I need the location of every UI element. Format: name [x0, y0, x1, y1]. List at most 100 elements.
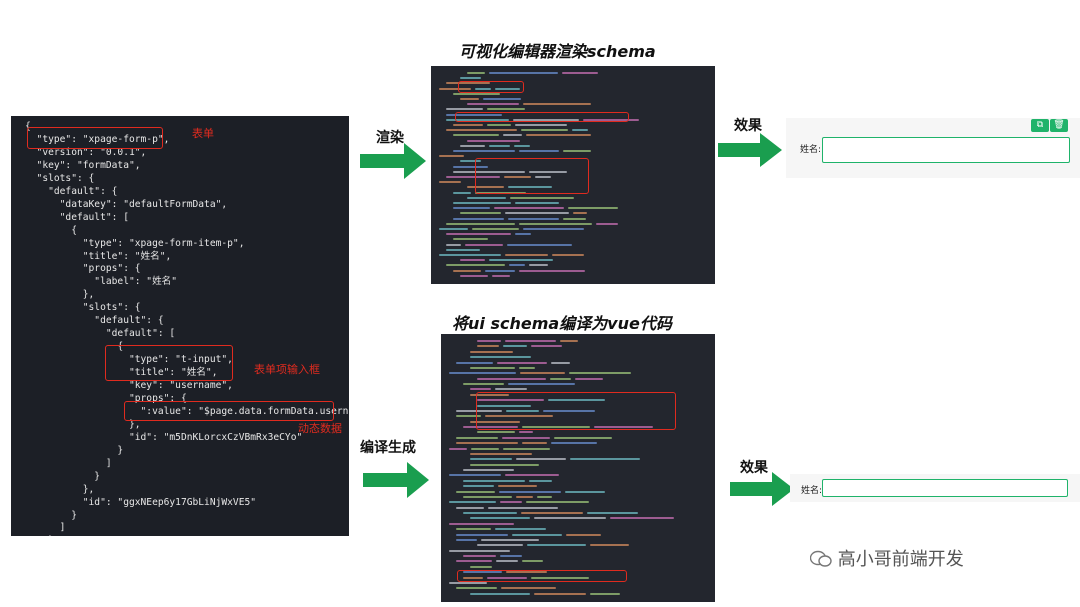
code-line-mark	[549, 377, 572, 380]
schema-code-line: "type": "xpage-form-p",	[25, 133, 170, 145]
top-field-label: 姓名:	[800, 145, 822, 155]
code-line-mark	[470, 420, 521, 423]
code-line-mark	[528, 479, 553, 482]
code-line-mark	[446, 176, 501, 178]
code-line-mark	[475, 191, 526, 194]
code-line-mark	[460, 98, 480, 100]
code-line-mark	[456, 538, 478, 541]
form-item-highlight	[105, 345, 233, 381]
code-line-mark	[470, 458, 513, 461]
dynamic-data-annotation: 动态数据	[298, 422, 342, 435]
code-line-mark	[564, 490, 606, 493]
code-line-mark	[472, 228, 520, 230]
schema-code-line: "props": {	[25, 263, 141, 275]
code-line-mark	[499, 501, 522, 504]
schema-code-line: "dataKey": "defaultFormData",	[25, 198, 228, 210]
schema-code-line: "slots": {	[25, 172, 95, 184]
bottom-name-input[interactable]	[822, 479, 1068, 497]
code-line-mark	[487, 576, 527, 579]
code-line-mark	[460, 77, 482, 80]
code-line-mark	[548, 399, 606, 402]
compiled-code-screenshot	[441, 334, 715, 602]
code-line-mark	[453, 269, 481, 272]
code-line-mark	[583, 118, 639, 121]
code-line-mark	[586, 512, 639, 514]
code-line-mark	[488, 144, 510, 147]
code-line-mark	[484, 269, 515, 272]
code-line-mark	[505, 254, 549, 256]
top-name-input[interactable]	[822, 137, 1070, 163]
code-line-mark	[483, 98, 522, 100]
code-line-mark	[460, 160, 481, 163]
code-line-mark	[543, 409, 595, 412]
code-line-mark	[456, 409, 503, 412]
code-line-mark	[460, 259, 485, 262]
code-line-mark	[494, 388, 528, 391]
code-line-mark	[488, 259, 553, 262]
code-line-mark	[453, 202, 512, 204]
dynamic-data-highlight	[124, 401, 334, 421]
code-line-mark	[456, 587, 497, 590]
code-line-mark	[446, 113, 502, 116]
schema-code-line: }	[25, 509, 77, 521]
copy-icon[interactable]: ⧉	[1031, 119, 1049, 132]
schema-code-line: "type": "t-input",	[25, 354, 233, 366]
code-line-mark	[477, 340, 501, 342]
schema-code-line: {	[25, 341, 124, 353]
code-line-mark	[453, 92, 501, 95]
code-line-mark	[439, 155, 464, 158]
code-line-mark	[463, 512, 518, 514]
code-line-mark	[470, 592, 531, 595]
code-line-mark	[530, 345, 563, 348]
compiled-highlight-2	[457, 570, 627, 582]
delete-icon[interactable]: 🗑	[1050, 119, 1068, 132]
effect-top-arrow-icon	[718, 133, 782, 167]
code-line-mark	[503, 447, 551, 450]
code-line-mark	[521, 560, 543, 563]
code-line-mark	[514, 233, 531, 236]
code-line-mark	[534, 517, 606, 520]
schema-code-line: "title": "姓名",	[25, 250, 172, 262]
code-line-mark	[551, 361, 571, 364]
code-line-mark	[456, 490, 496, 493]
code-line-mark	[449, 372, 516, 375]
code-line-mark	[463, 571, 503, 574]
code-line-mark	[494, 207, 564, 210]
schema-code-line: "id": "m5DnKLorcxCzVBmRx3eCYo"	[25, 431, 303, 443]
schema-code-line: "version": "0.0.1",	[25, 146, 147, 158]
code-line-mark	[460, 144, 485, 147]
code-line-mark	[499, 490, 561, 493]
code-line-mark	[467, 103, 519, 106]
code-line-mark	[500, 587, 556, 590]
code-line-mark	[497, 361, 548, 364]
code-line-mark	[537, 495, 553, 498]
code-line-mark	[503, 134, 522, 137]
code-line-mark	[470, 350, 513, 353]
code-line-mark	[516, 458, 566, 461]
code-line-mark	[467, 196, 506, 199]
code-line-mark	[463, 479, 525, 482]
schema-code-line: "key": "username",	[25, 380, 233, 391]
code-line-mark	[439, 181, 462, 184]
code-line-mark	[470, 463, 540, 466]
code-line-mark	[575, 377, 603, 380]
code-line-mark	[467, 72, 486, 74]
code-line-mark	[453, 134, 500, 137]
code-line-mark	[569, 372, 631, 375]
code-line-mark	[446, 82, 490, 85]
code-line-mark	[456, 528, 492, 531]
code-line-mark	[506, 571, 548, 574]
code-line-mark	[467, 139, 521, 142]
code-line-mark	[525, 134, 591, 137]
code-line-mark	[521, 442, 548, 445]
code-line-mark	[507, 217, 560, 220]
code-line-mark	[567, 207, 618, 210]
schema-code-line: "props": {	[25, 392, 187, 404]
code-line-mark	[463, 383, 505, 385]
code-line-mark	[521, 512, 583, 514]
code-line-mark	[561, 72, 598, 74]
code-line-mark	[470, 393, 510, 396]
schema-code-line: }	[25, 470, 101, 482]
code-line-mark	[477, 431, 516, 434]
schema-code-line: }	[25, 534, 54, 536]
